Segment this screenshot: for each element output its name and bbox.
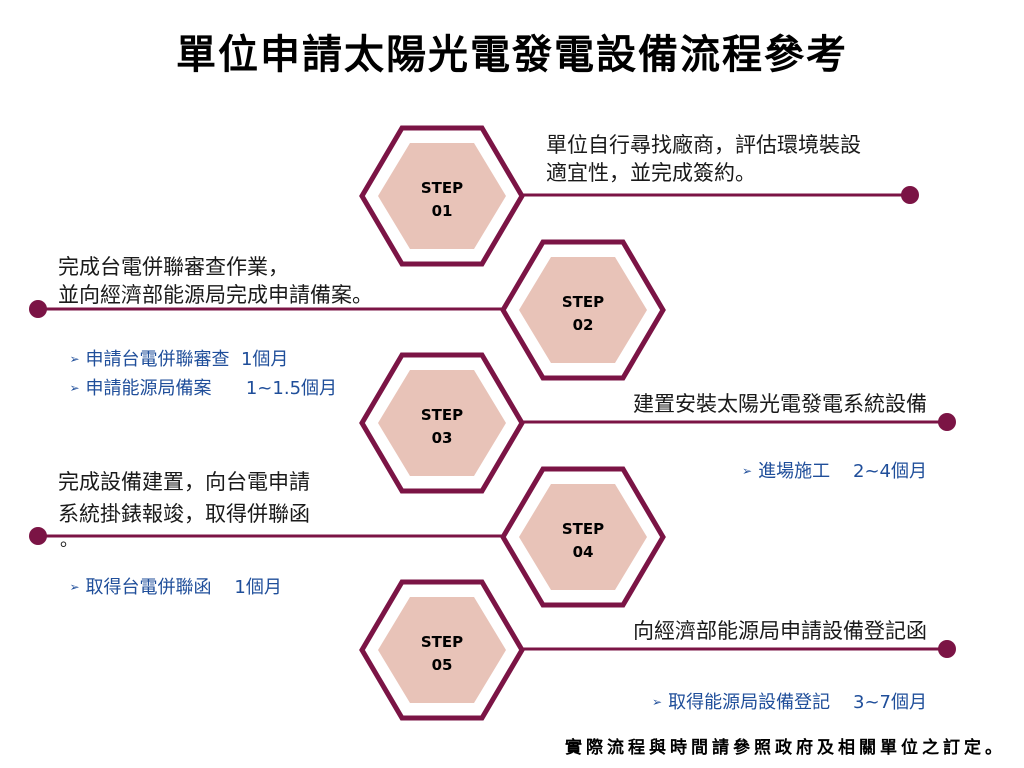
step-01-label: STEP: [421, 179, 463, 197]
step-03-hexagon: STEP 03: [359, 352, 525, 494]
step-02-desc-line: 並向經濟部能源局完成申請備案。: [58, 283, 373, 307]
step-04-label: STEP: [562, 520, 604, 538]
step-02-bullet-1: ➢ 申請台電併聯審查 1個月: [58, 323, 288, 372]
step-05-hexagon: STEP 05: [359, 579, 525, 721]
step-04-bullet-1-label: 取得台電併聯函: [85, 577, 212, 598]
step-04-desc-line: 。: [60, 530, 78, 551]
step-04-hex-fill: [519, 484, 647, 590]
step-04-desc-line: 系統掛錶報竣，取得併聯函: [58, 502, 310, 526]
step-03-number: 03: [432, 429, 453, 447]
footer-note: 實際流程與時間請參照政府及相關單位之訂定。: [565, 738, 1006, 758]
step-01-number: 01: [432, 202, 453, 220]
step-01-description: 單位自行尋找廠商，評估環境裝設 適宜性，並完成簽約。: [546, 131, 861, 187]
step-05-desc-line: 向經濟部能源局申請設備登記函: [633, 619, 927, 643]
step-05-label: STEP: [421, 633, 463, 651]
step-02-bullet-1-duration: 1個月: [240, 349, 289, 370]
step-03-label: STEP: [421, 406, 463, 424]
step-04-bullet-1-duration: 1個月: [234, 577, 282, 598]
chevron-right-icon: ➢: [69, 352, 80, 366]
connector-dot-step-02: [29, 300, 47, 318]
step-02-bullet-2-label: 申請能源局備案: [85, 378, 212, 399]
step-02-bullet-1-label: 申請台電併聯審查: [85, 349, 230, 370]
step-02-hex-fill: [519, 257, 647, 363]
connector-dot-step-04: [29, 527, 47, 545]
connector-dot-step-01: [901, 186, 919, 204]
step-03-bullet-1-duration: 2~4個月: [853, 461, 927, 482]
step-02-hexagon: STEP 02: [500, 239, 666, 381]
chevron-right-icon: ➢: [69, 381, 80, 395]
step-04-number: 04: [573, 543, 594, 561]
step-02-bullet-2: ➢ 申請能源局備案 1~1.5個月: [58, 352, 337, 401]
step-03-hex-fill: [378, 370, 506, 476]
connector-dot-step-05: [938, 640, 956, 658]
step-05-number: 05: [432, 656, 453, 674]
step-04-desc-line: 完成設備建置，向台電申請: [58, 470, 310, 494]
step-02-label: STEP: [562, 293, 604, 311]
step-01-hexagon: STEP 01: [359, 125, 525, 267]
step-05-bullet-1-duration: 3~7個月: [853, 692, 927, 713]
step-02-desc-line: 完成台電併聯審查作業，: [58, 255, 289, 279]
step-04-desc-tail: 。: [60, 531, 78, 551]
step-03-desc-line: 建置安裝太陽光電發電系統設備: [633, 392, 927, 416]
step-04-bullet-1: ➢ 取得台電併聯函 1個月: [58, 551, 282, 600]
step-05-description: 向經濟部能源局申請設備登記函: [633, 617, 927, 645]
step-02-number: 02: [573, 316, 594, 334]
step-03-description: 建置安裝太陽光電發電系統設備: [633, 390, 927, 418]
step-01-desc-line: 適宜性，並完成簽約。: [546, 161, 756, 185]
step-05-bullet-1-label: 取得能源局設備登記: [668, 692, 831, 713]
step-02-description: 完成台電併聯審查作業， 並向經濟部能源局完成申請備案。: [58, 253, 373, 309]
step-03-bullet-1: ➢ 進場施工 2~4個月: [731, 435, 927, 484]
step-05-bullet-1: ➢ 取得能源局設備登記 3~7個月: [641, 666, 927, 715]
connector-lines: [29, 186, 956, 658]
chevron-right-icon: ➢: [652, 695, 663, 709]
connector-dot-step-03: [938, 413, 956, 431]
step-02-bullet-2-duration: 1~1.5個月: [245, 378, 338, 399]
step-01-hex-fill: [378, 143, 506, 249]
chevron-right-icon: ➢: [742, 464, 753, 478]
step-01-desc-line: 單位自行尋找廠商，評估環境裝設: [546, 133, 861, 157]
page-title: 單位申請太陽光電發電設備流程參考: [176, 32, 848, 78]
step-03-bullet-1-label: 進場施工: [758, 461, 831, 482]
step-05-hex-fill: [378, 597, 506, 703]
chevron-right-icon: ➢: [69, 580, 80, 594]
step-04-description: 完成設備建置，向台電申請 系統掛錶報竣，取得併聯函: [58, 466, 310, 530]
step-04-hexagon: STEP 04: [500, 466, 666, 608]
